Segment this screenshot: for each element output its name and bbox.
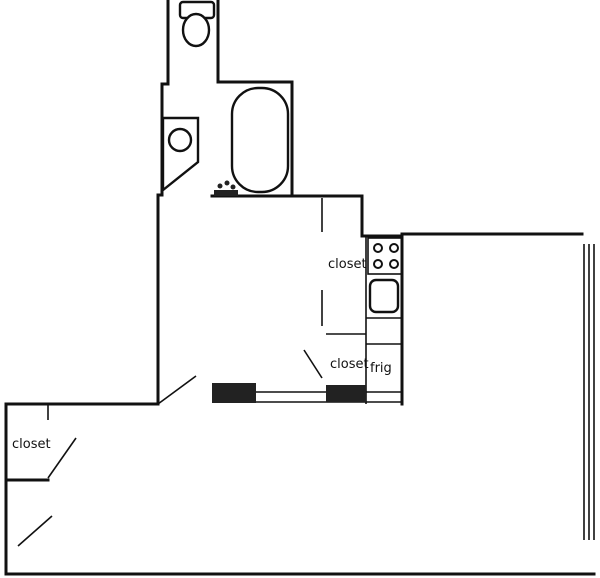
closet-door-swing: [303, 349, 323, 379]
radiator-block-right: [326, 385, 366, 402]
entry-door-swing: [157, 375, 197, 405]
wall-bathroom-left: [156, 0, 170, 406]
front-door-swing: [17, 515, 53, 547]
kitchen-sink-fixture: [368, 278, 400, 314]
wall-main-bottom: [4, 402, 596, 576]
wall-bathroom-right: [216, 0, 294, 197]
label-closet-left: closet: [12, 437, 51, 452]
toilet-fixture: [178, 0, 216, 48]
bathtub-fixture: [230, 86, 290, 194]
label-frig: frig: [370, 361, 392, 376]
wall-kitchen-outer: [360, 194, 404, 406]
closet-left-door: [47, 437, 77, 479]
label-closet-kitchen: closet: [330, 357, 369, 372]
stove-burners-icon: [367, 237, 403, 275]
label-closet-main: closet: [328, 257, 367, 272]
plant-icon: [214, 180, 238, 196]
bathroom-sink-fixture: [161, 116, 200, 193]
radiator-block-left: [212, 383, 256, 403]
